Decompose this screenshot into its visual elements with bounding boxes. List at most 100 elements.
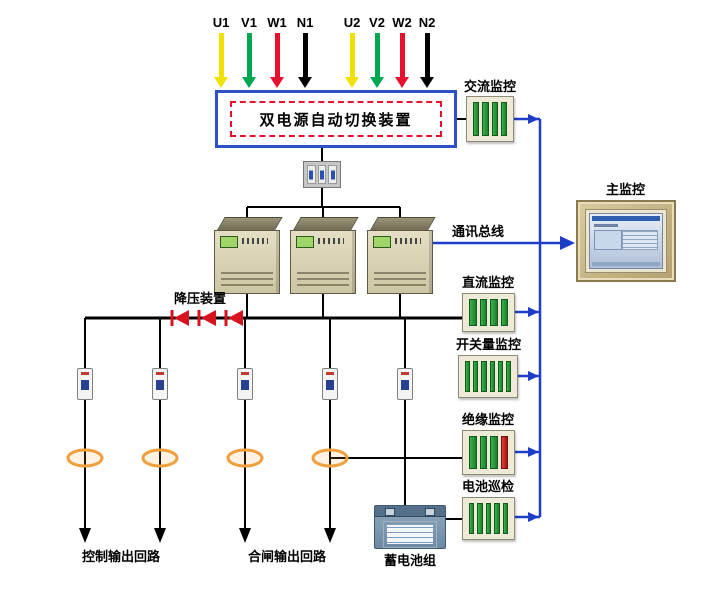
comm-arrow-icon	[528, 307, 539, 317]
terminal-block	[494, 503, 500, 534]
terminal-block	[465, 361, 471, 392]
diode-icon	[201, 310, 216, 326]
breaker-toggle	[401, 380, 409, 390]
terminal-block	[482, 102, 489, 136]
battery-terminal	[385, 508, 395, 516]
diode-icon	[174, 310, 189, 326]
terminal-block	[477, 503, 483, 534]
terminal-block	[500, 102, 507, 136]
terminal-block	[502, 503, 509, 534]
module-front	[214, 230, 280, 294]
rectifier-module-3	[367, 217, 436, 294]
comm-arrow-icon	[528, 371, 539, 381]
main-breaker	[303, 161, 341, 188]
current-transformer	[141, 448, 179, 468]
terminal-block	[479, 436, 487, 469]
phase-arrow-icon	[387, 33, 417, 88]
insulation-monitor-label: 绝缘监控	[462, 412, 515, 427]
rectifier-module-1	[214, 217, 283, 294]
main-monitor-screen	[589, 213, 663, 269]
phase-input-v1: V1	[234, 14, 264, 88]
module-display	[373, 236, 391, 248]
terminal-block	[479, 299, 487, 326]
module-vents	[374, 272, 426, 288]
phase-label: V2	[369, 15, 385, 30]
breaker-pole	[317, 165, 327, 184]
phase-arrow-icon	[262, 33, 292, 88]
control-output-label: 控制输出回路	[82, 549, 161, 564]
phase-arrow-icon	[206, 33, 236, 88]
relay-block	[500, 436, 508, 469]
comm-arrow-icon	[528, 447, 539, 457]
phase-arrow-icon	[412, 33, 442, 88]
module-display	[296, 236, 314, 248]
output-arrow-icon	[154, 528, 166, 543]
output-breaker-2	[152, 368, 168, 400]
screen-table	[622, 230, 658, 250]
terminal-block	[469, 503, 475, 534]
terminal-block	[490, 436, 498, 469]
terminal-block	[505, 361, 512, 392]
comm-arrow-icon	[528, 114, 539, 124]
breaker-pole	[307, 165, 316, 184]
black-wires	[84, 118, 466, 529]
module-led-row	[318, 238, 344, 244]
current-transformer	[66, 448, 104, 468]
comm-arrow-icon	[560, 236, 575, 250]
rectifier-module-2	[290, 217, 359, 294]
ac-monitor-label: 交流监控	[464, 79, 517, 94]
transfer-switch-dashed-border: 双电源自动切换装置	[230, 101, 442, 137]
terminal-block	[469, 299, 477, 326]
breaker-pole	[328, 165, 338, 184]
switch-monitor-module	[458, 355, 518, 398]
dc-monitor-module	[462, 293, 515, 332]
phase-input-v2: V2	[362, 14, 392, 88]
breaker-toggle	[241, 380, 249, 390]
current-transformer	[226, 448, 264, 468]
step-down-label: 降压装置	[174, 291, 227, 306]
output-arrow-icon	[239, 528, 251, 543]
phase-arrow-icon	[337, 33, 367, 88]
phase-input-u2: U2	[337, 14, 367, 88]
module-led-row	[395, 238, 421, 244]
terminal-block	[469, 436, 477, 469]
phase-label: W2	[392, 15, 412, 30]
comm-bus-label: 通讯总线	[452, 224, 505, 239]
terminal-block	[489, 361, 495, 392]
phase-input-u1: U1	[206, 14, 236, 88]
phase-arrow-icon	[362, 33, 392, 88]
terminal-block	[481, 361, 487, 392]
monitor-bezel	[585, 209, 667, 273]
switch-monitor-label: 开关量监控	[456, 337, 522, 352]
terminal-block	[485, 503, 492, 534]
screen-statusbar	[592, 262, 660, 266]
phase-input-n2: N2	[412, 14, 442, 88]
transfer-switch-box: 双电源自动切换装置	[215, 90, 457, 148]
diode-icon	[228, 310, 243, 326]
module-display	[220, 236, 238, 248]
output-arrow-icon	[324, 528, 336, 543]
output-breaker-4	[322, 368, 338, 400]
phase-label: N2	[418, 15, 436, 30]
output-breaker-3	[237, 368, 253, 400]
terminal-block	[490, 299, 498, 326]
screen-panel	[594, 230, 622, 250]
step-down-diodes	[170, 310, 243, 326]
terminal-block	[473, 102, 480, 136]
battery-label-sticker	[383, 521, 437, 548]
output-breaker-1	[77, 368, 93, 400]
dc-monitor-label: 直流监控	[462, 275, 515, 290]
output-arrow-icon	[79, 528, 91, 543]
phase-input-w1: W1	[262, 14, 292, 88]
battery-pack	[374, 505, 446, 549]
insulation-monitor-module	[462, 430, 515, 475]
module-led-row	[242, 238, 268, 244]
phase-label: U2	[343, 15, 361, 30]
phase-input-n1: N1	[290, 14, 320, 88]
screen-titlebar	[592, 216, 660, 221]
phase-arrow-icon	[290, 33, 320, 88]
main-monitor-label: 主监控	[606, 182, 646, 197]
phase-label: U1	[212, 15, 230, 30]
battery-top	[375, 506, 445, 517]
